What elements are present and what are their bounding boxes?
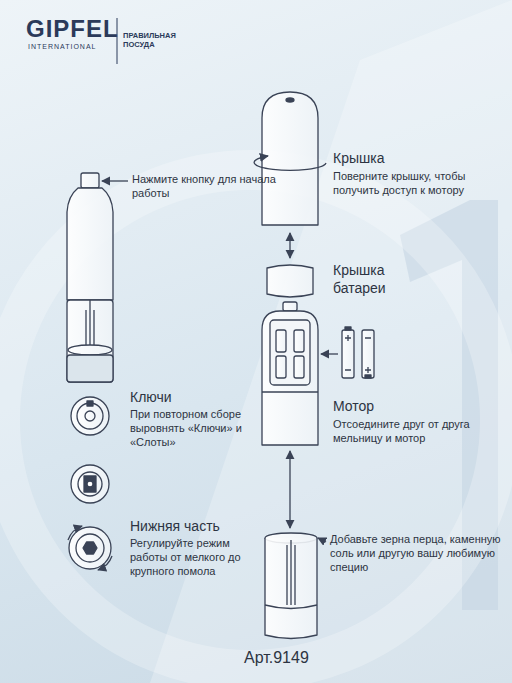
part-note: При повторном сборе выровнять «Ключи» и … xyxy=(130,408,250,449)
part-note: Добавьте зерна перца, каменную соль или … xyxy=(330,533,502,574)
part-name: Мотор xyxy=(333,398,483,416)
slots-icon xyxy=(71,465,109,503)
watermark-ring xyxy=(0,170,500,670)
part-name: Крышка батареи xyxy=(333,262,433,297)
battery-cover xyxy=(267,265,313,297)
logo-divider xyxy=(117,18,118,64)
lid xyxy=(262,92,318,225)
part-note: Отсоедините друг от друга мельницу и мот… xyxy=(333,418,493,446)
button-arrow xyxy=(102,180,128,181)
brand-slogan: ПРАВИЛЬНАЯ ПОСУДА xyxy=(123,31,189,50)
part-name: Ключи xyxy=(130,389,280,407)
keys-icon xyxy=(71,397,109,435)
article-number: Арт.9149 xyxy=(244,648,354,668)
brand-logo: GIPFEL xyxy=(26,14,116,44)
part-name: Нижняя часть xyxy=(130,518,280,536)
batteries xyxy=(342,327,374,378)
part-name: Крышка xyxy=(333,150,483,168)
part-arrow xyxy=(289,233,290,258)
battery-arrow xyxy=(321,353,338,354)
assembled-mill xyxy=(67,173,113,382)
brand-subtitle: INTERNATIONAL xyxy=(28,43,116,52)
part-arrow xyxy=(289,451,290,528)
add-arrow xyxy=(318,538,326,542)
part-note: Регулируйте режим работы от мелкого до к… xyxy=(130,537,260,578)
bottom-icon xyxy=(68,526,112,570)
button-note: Нажмите кнопку для начала работы xyxy=(132,173,282,201)
part-note: Поверните крышку, чтобы получить доступ … xyxy=(333,170,483,198)
motor-unit xyxy=(262,302,318,445)
rotate-arrow xyxy=(254,156,326,170)
grinder xyxy=(265,533,317,639)
